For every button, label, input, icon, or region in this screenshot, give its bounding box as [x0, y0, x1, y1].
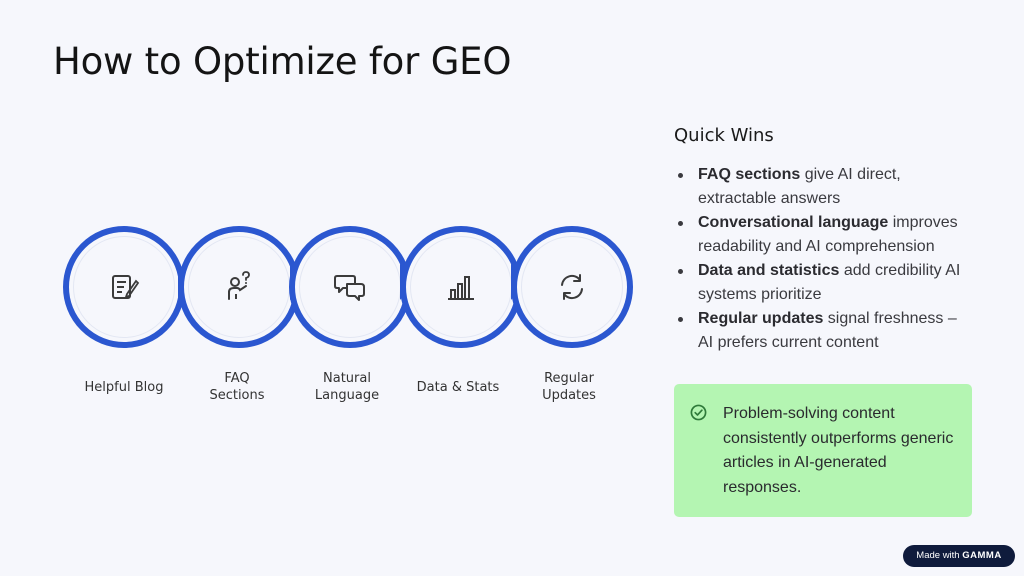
- person-question-icon: [228, 271, 250, 300]
- check-circle-icon: [690, 404, 707, 421]
- bullet-bold: Regular updates: [698, 310, 824, 327]
- bullet-text: give AI direct, extractable answers: [698, 166, 901, 207]
- bullet-bold: FAQ sections: [698, 166, 801, 183]
- step-label-data-stats: Data & Stats: [416, 380, 500, 395]
- step-label-faq-sections: FAQ Sections: [209, 371, 265, 403]
- step-ring-data-stats[interactable]: [400, 226, 522, 348]
- bullet-text: add credibility AI systems prioritize: [698, 262, 961, 303]
- step-label-regular-updates: Regular Updates: [542, 371, 596, 403]
- callout-box: Problem-solving content consistently out…: [674, 384, 972, 517]
- quick-wins-list: FAQ sections give AI direct, extractable…: [674, 163, 974, 355]
- bar-chart-icon: [448, 276, 474, 300]
- step-ring-natural-language[interactable]: [289, 226, 411, 348]
- step-label-helpful-blog: Helpful Blog: [84, 380, 164, 395]
- step-ring-helpful-blog[interactable]: [63, 226, 185, 348]
- bullet-text: signal freshness – AI prefers current co…: [698, 310, 957, 351]
- badge-prefix: Made with: [916, 550, 960, 561]
- slide-title: How to Optimize for GEO: [53, 40, 512, 83]
- bullet-text: improves readability and AI comprehensio…: [698, 214, 958, 255]
- made-with-badge[interactable]: Made with GAMMA: [903, 545, 1015, 567]
- list-item: Regular updates signal freshness – AI pr…: [674, 307, 974, 355]
- step-ring-regular-updates[interactable]: [511, 226, 633, 348]
- document-edit-icon: [112, 275, 140, 299]
- list-item: Conversational language improves readabi…: [674, 211, 974, 259]
- gamma-logo: GAMMA: [962, 550, 1002, 561]
- quick-wins-heading: Quick Wins: [674, 125, 774, 146]
- list-item: FAQ sections give AI direct, extractable…: [674, 163, 974, 211]
- step-ring-faq-sections[interactable]: [178, 226, 300, 348]
- callout-text: Problem-solving content consistently out…: [723, 405, 954, 496]
- bullet-bold: Conversational language: [698, 214, 889, 231]
- list-item: Data and statistics add credibility AI s…: [674, 259, 974, 307]
- chat-bubbles-icon: [334, 275, 365, 301]
- refresh-icon: [561, 274, 583, 300]
- step-label-natural-language: Natural Language: [314, 371, 380, 403]
- bullet-bold: Data and statistics: [698, 262, 840, 279]
